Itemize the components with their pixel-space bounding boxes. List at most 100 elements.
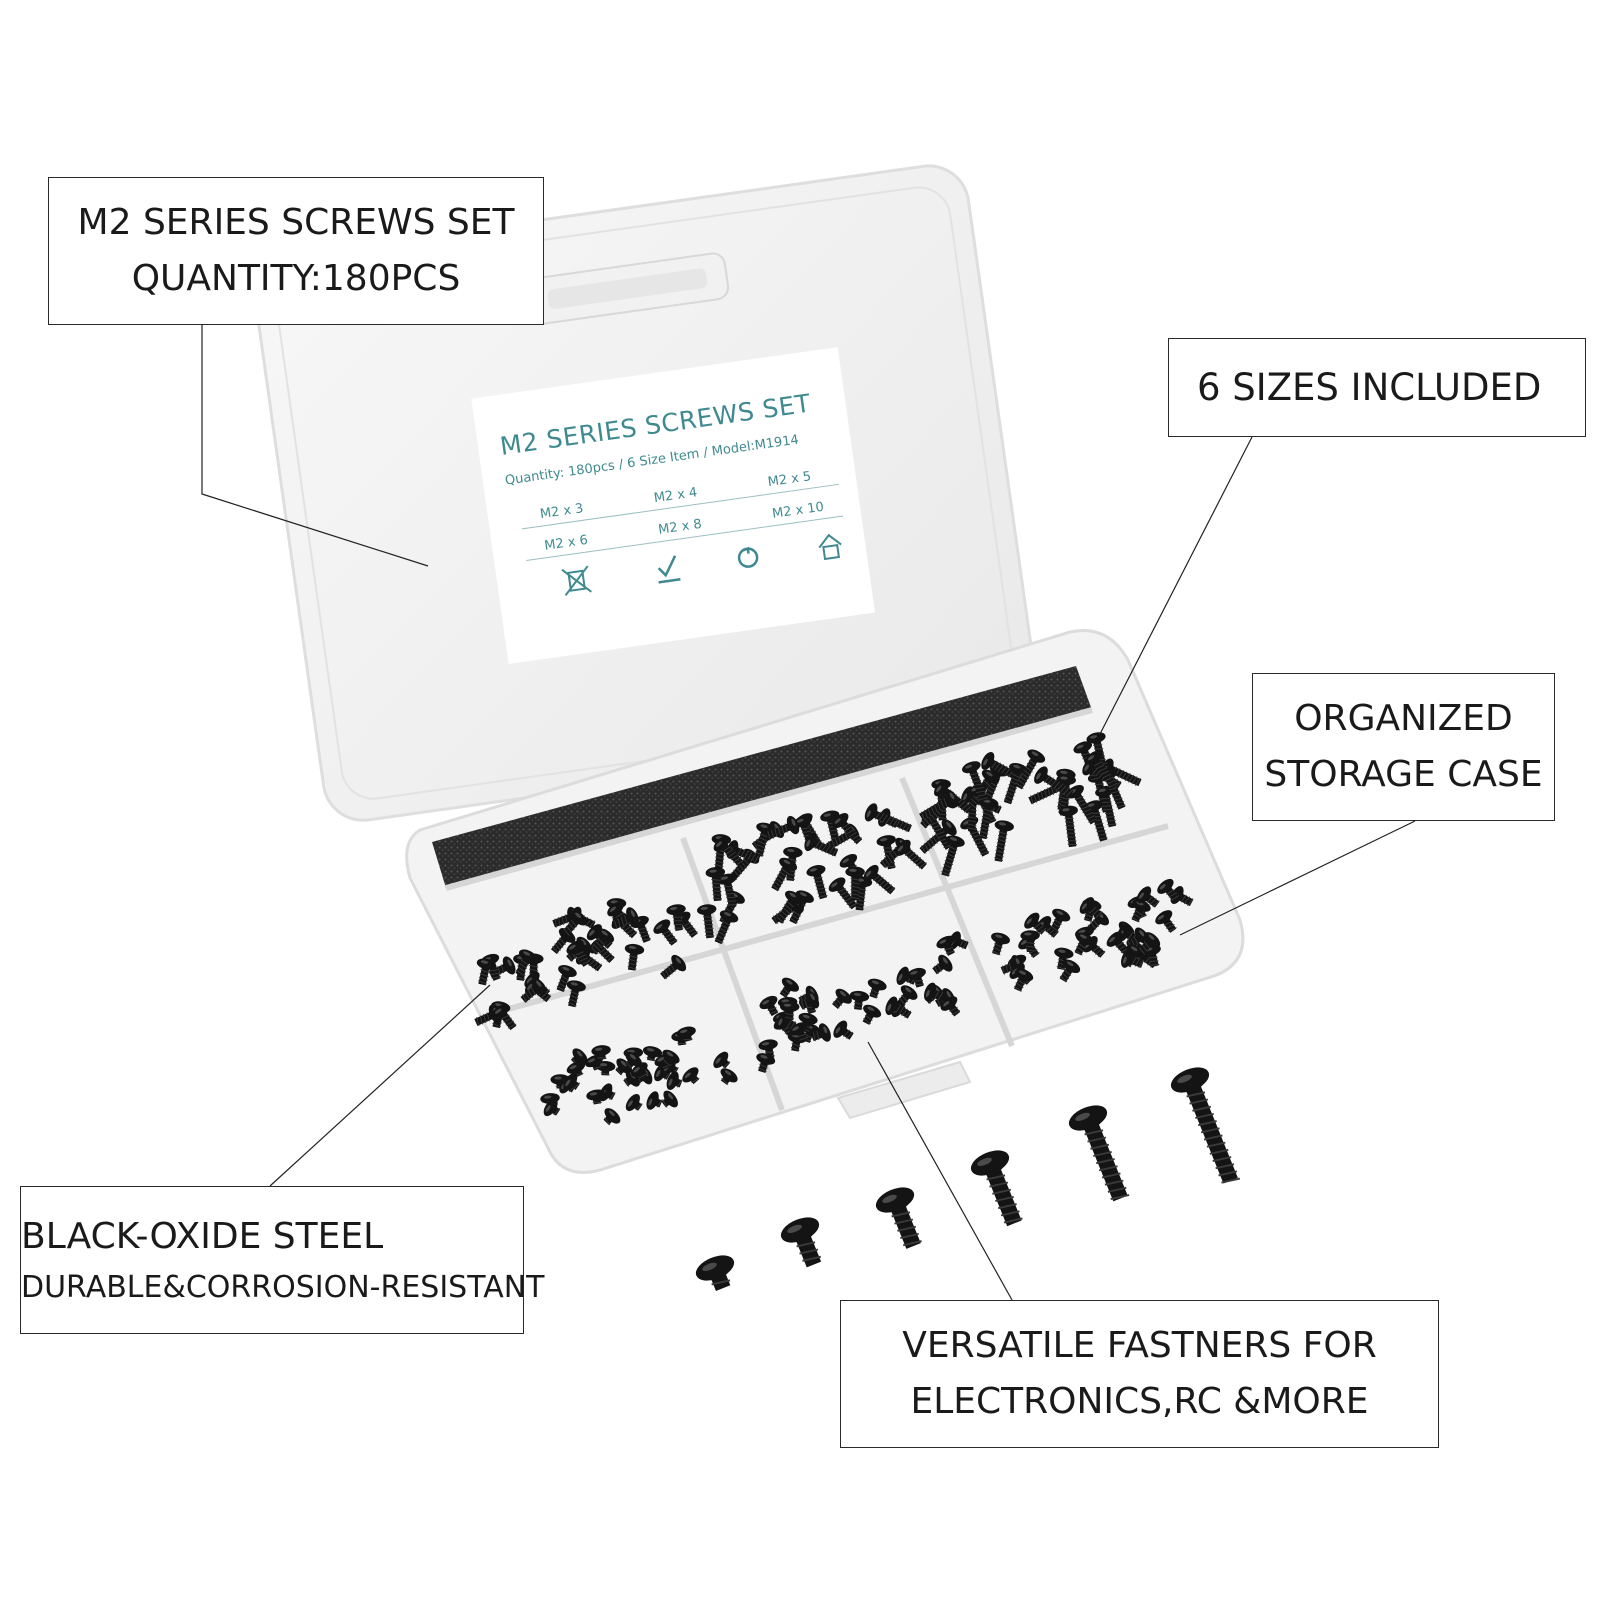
box-label-size: M2 x 10 xyxy=(771,500,825,522)
screw xyxy=(666,1071,683,1090)
callout-storage: ORGANIZED STORAGE CASE xyxy=(1252,673,1555,821)
screw xyxy=(713,1051,731,1069)
screw xyxy=(1085,750,1118,790)
screw xyxy=(591,1045,611,1060)
callout-uses: VERSATILE FASTNERS FOR ELECTRONICS,RC &M… xyxy=(840,1300,1439,1448)
callout-series-line1: M2 SERIES SCREWS SET xyxy=(77,202,515,244)
screw xyxy=(1155,910,1177,933)
screw xyxy=(624,943,645,971)
screw xyxy=(492,1003,517,1031)
callout-uses-line1: VERSATILE FASTNERS FOR xyxy=(902,1325,1377,1367)
callout-material-line2: DURABLE&CORROSION-RESISTANT xyxy=(21,1269,545,1305)
callout-material: BLACK-OXIDE STEEL DURABLE&CORROSION-RESI… xyxy=(20,1186,545,1334)
screw xyxy=(1121,949,1144,969)
screw xyxy=(1084,800,1108,842)
leader-lines xyxy=(201,325,1416,1301)
screw xyxy=(779,977,799,998)
screw xyxy=(1068,1105,1130,1202)
screw xyxy=(832,988,852,1009)
screw xyxy=(720,1068,738,1085)
screw xyxy=(570,1048,588,1066)
screw xyxy=(695,1255,735,1292)
screw xyxy=(625,1051,642,1069)
screw xyxy=(810,1023,831,1042)
screw xyxy=(662,1049,680,1067)
screw xyxy=(833,1020,854,1040)
recycle-icon xyxy=(737,546,759,568)
box-label-size: M2 x 5 xyxy=(767,469,812,490)
screw xyxy=(666,904,686,931)
screw xyxy=(1050,908,1071,932)
screw xyxy=(566,980,586,1008)
screw xyxy=(932,954,953,975)
screw xyxy=(476,958,496,986)
screw xyxy=(759,995,779,1017)
screw xyxy=(832,813,863,845)
box-label-size: M2 x 8 xyxy=(657,517,702,538)
screw xyxy=(1074,932,1094,956)
screw xyxy=(804,832,839,857)
screw xyxy=(845,866,865,901)
callout-series: M2 SERIES SCREWS SET QUANTITY:180PCS xyxy=(48,177,544,325)
callout-storage-line2: STORAGE CASE xyxy=(1264,754,1543,795)
screw xyxy=(1095,785,1117,828)
screw xyxy=(1003,762,1028,805)
screw xyxy=(994,820,1014,862)
box-label: M2 SERIES SCREWS SET Quantity: 180pcs / … xyxy=(471,347,875,665)
screw xyxy=(867,978,887,999)
screw xyxy=(631,1062,649,1079)
callout-series-line2: QUANTITY:180PCS xyxy=(131,258,461,299)
screw xyxy=(705,867,726,902)
screw xyxy=(1106,931,1129,954)
house-icon xyxy=(818,533,842,561)
screw xyxy=(556,965,577,993)
screw xyxy=(936,935,955,956)
screw xyxy=(566,940,590,967)
screw xyxy=(991,932,1010,956)
screw xyxy=(1157,878,1180,902)
screw xyxy=(611,907,639,929)
callout-storage-line1: ORGANIZED xyxy=(1294,698,1513,740)
screw xyxy=(590,928,615,955)
callout-sizes: 6 SIZES INCLUDED xyxy=(1168,338,1586,437)
screw xyxy=(1138,932,1161,955)
screw xyxy=(515,949,538,977)
screw xyxy=(595,1061,616,1076)
screw xyxy=(713,835,745,867)
screw xyxy=(779,1001,800,1021)
screw xyxy=(962,761,988,803)
screw xyxy=(1079,897,1103,919)
screw xyxy=(849,990,870,1011)
callout-sizes-line1: 6 SIZES INCLUDED xyxy=(1197,365,1542,409)
box-label-size: M2 x 4 xyxy=(653,485,698,506)
screw xyxy=(646,1091,663,1110)
screw xyxy=(1024,912,1047,935)
screw xyxy=(660,954,687,980)
screw xyxy=(1136,886,1160,908)
screw xyxy=(1034,766,1074,798)
screw xyxy=(543,1098,561,1117)
screw-piles xyxy=(474,732,1194,1126)
screw xyxy=(1013,968,1034,992)
screw xyxy=(875,1187,922,1249)
box-label-size: M2 x 3 xyxy=(539,501,584,522)
screw xyxy=(862,1004,882,1025)
screw xyxy=(1170,1067,1241,1184)
screw xyxy=(806,865,828,900)
screw xyxy=(520,978,547,1003)
screw xyxy=(714,910,739,945)
screw xyxy=(566,1061,586,1078)
screw xyxy=(1020,930,1040,953)
callout-uses-line2: ELECTRONICS,RC &MORE xyxy=(910,1381,1369,1422)
screw xyxy=(758,1039,778,1059)
screw xyxy=(661,1090,678,1108)
screw xyxy=(780,1217,822,1268)
screw xyxy=(586,1089,606,1105)
screw xyxy=(682,1067,700,1085)
hand-check-icon xyxy=(657,555,681,584)
screw xyxy=(756,1053,776,1073)
screw xyxy=(765,815,800,841)
screw xyxy=(696,904,717,939)
screw xyxy=(775,890,803,924)
